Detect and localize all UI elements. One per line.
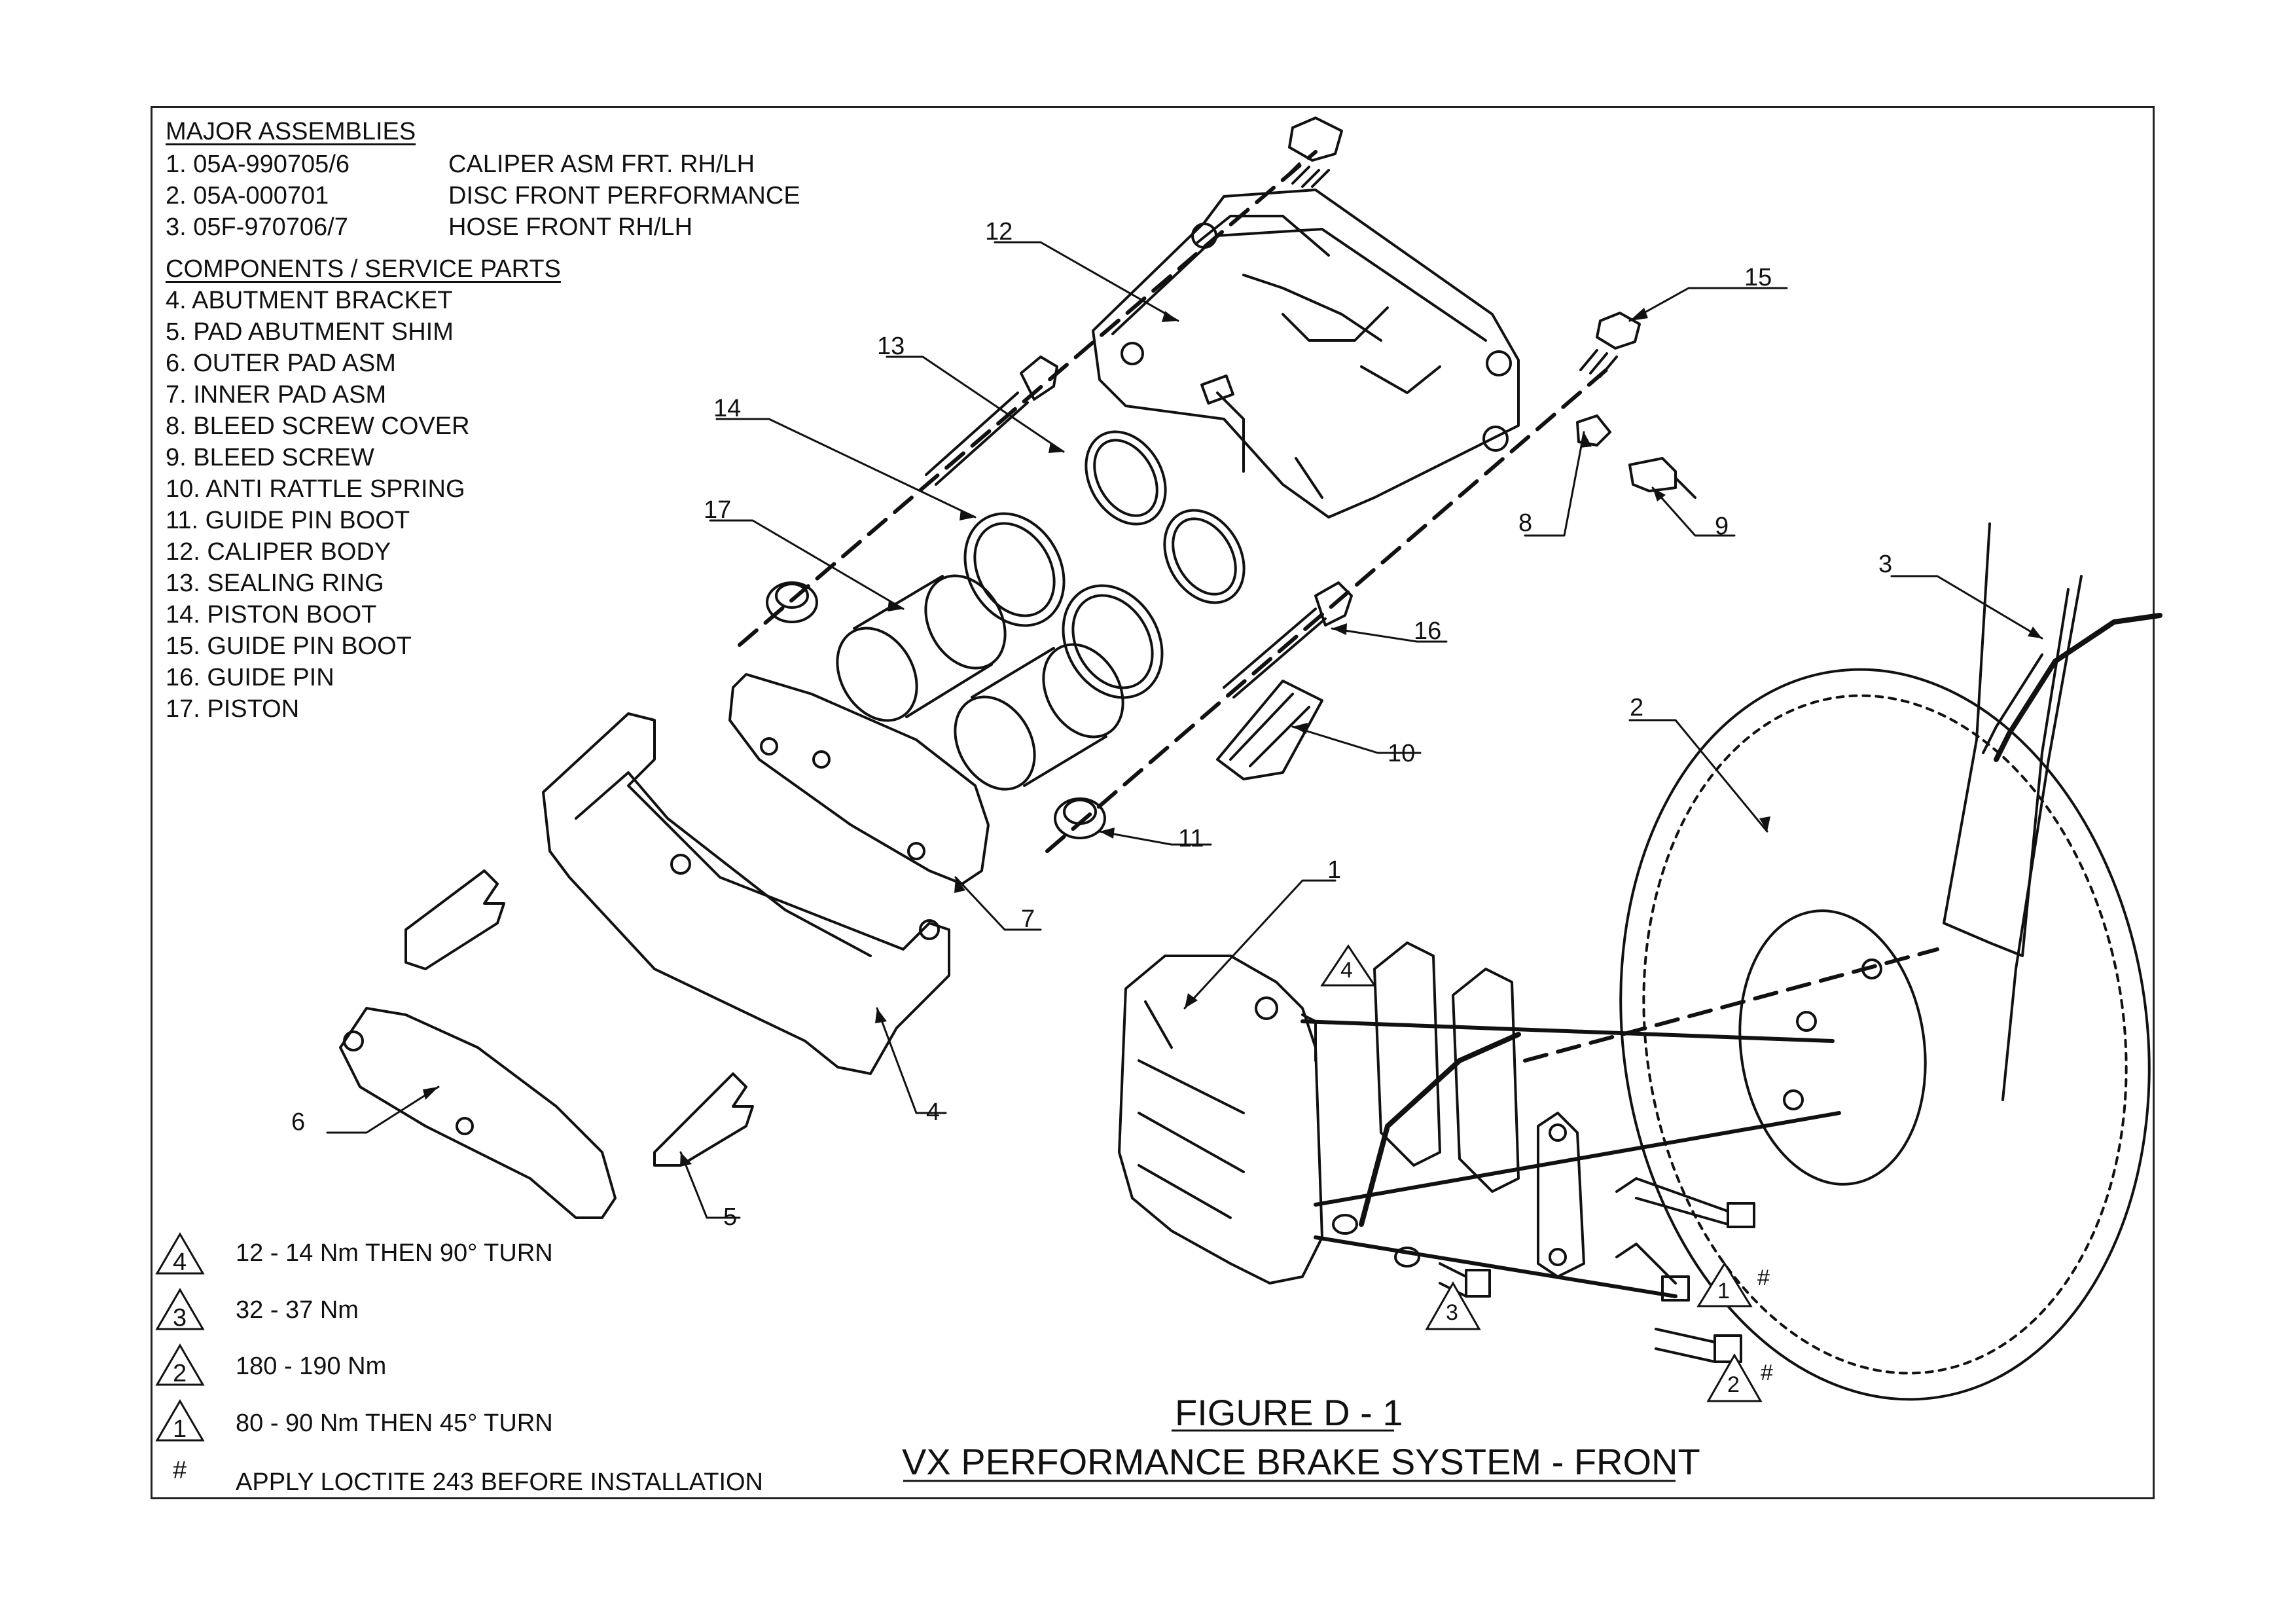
pad-abutment-shims xyxy=(404,869,754,1167)
torque-mark-1: 1 xyxy=(1717,1279,1730,1304)
component-item: 14. PISTON BOOT xyxy=(166,601,377,629)
leader-arrowheads xyxy=(423,308,2042,1167)
torque-triangles xyxy=(155,944,1763,1442)
guide-pin-boot-upper xyxy=(1579,312,1641,378)
drawing-border xyxy=(151,106,2155,1499)
legend-text: 80 - 90 Nm THEN 45° TURN xyxy=(236,1410,553,1437)
callout-10: 10 xyxy=(1388,740,1416,767)
callout-5: 5 xyxy=(723,1203,738,1231)
callout-16: 16 xyxy=(1414,617,1442,645)
component-item: 13. SEALING RING xyxy=(166,570,384,597)
torque-mark-4: 4 xyxy=(1340,958,1353,983)
loctite-mark: # xyxy=(1757,1266,1770,1290)
component-item: 8. BLEED SCREW COVER xyxy=(166,412,470,440)
leader-lines xyxy=(326,241,2043,1219)
component-item: 6. OUTER PAD ASM xyxy=(166,350,396,377)
callout-15: 15 xyxy=(1744,264,1772,291)
figure-title: VX PERFORMANCE BRAKE SYSTEM - FRONT xyxy=(902,1441,1700,1482)
component-item: 5. PAD ABUTMENT SHIM xyxy=(166,318,454,346)
callout-1: 1 xyxy=(1327,856,1342,884)
assembled-caliper xyxy=(1118,955,1323,1285)
callout-13: 13 xyxy=(877,333,905,360)
loctite-mark: # xyxy=(1761,1360,1773,1385)
callout-3: 3 xyxy=(1878,551,1893,578)
callout-12: 12 xyxy=(985,218,1013,246)
abutment-bracket xyxy=(542,712,950,1075)
sealing-rings xyxy=(963,430,1246,699)
component-item: 4. ABUTMENT BRACKET xyxy=(166,287,453,314)
figure-number: FIGURE D - 1 xyxy=(1175,1392,1403,1433)
legend-symbol: 4 xyxy=(173,1249,187,1276)
guide-pin-boots xyxy=(766,581,1106,839)
brake-disc xyxy=(1619,668,2151,1401)
guide-pin-lower xyxy=(1223,581,1353,699)
callout-8: 8 xyxy=(1518,509,1533,537)
callout-7: 7 xyxy=(1021,905,1035,933)
inner-pad xyxy=(728,673,990,885)
major-assemblies-heading: MAJOR ASSEMBLIES xyxy=(166,118,416,145)
caliper-body xyxy=(1092,189,1520,519)
legend-symbol: 3 xyxy=(173,1304,187,1332)
pistons xyxy=(836,574,1124,791)
assembled-pads xyxy=(1373,941,1520,1193)
callout-6: 6 xyxy=(291,1108,306,1136)
callout-14: 14 xyxy=(713,395,742,422)
component-item: 16. GUIDE PIN xyxy=(166,664,334,691)
mounting-hardware xyxy=(1332,1112,1755,1363)
callout-9: 9 xyxy=(1715,513,1729,540)
outer-pad xyxy=(339,1007,617,1219)
component-item: 11. GUIDE PIN BOOT xyxy=(166,507,410,534)
legend-text: 12 - 14 Nm THEN 90° TURN xyxy=(236,1239,553,1267)
legend-text: 180 - 190 Nm xyxy=(236,1353,387,1380)
legend-symbol: 1 xyxy=(173,1415,187,1443)
guide-pin-upper xyxy=(1282,117,1343,188)
callout-2: 2 xyxy=(1630,694,1644,721)
anti-rattle-spring xyxy=(1216,680,1323,780)
callout-4: 4 xyxy=(926,1099,941,1126)
component-item: 12. CALIPER BODY xyxy=(166,538,391,566)
title-underlines xyxy=(903,1429,1676,1482)
component-item: 17. PISTON xyxy=(166,695,300,723)
legend-symbol: # xyxy=(173,1457,187,1484)
component-item: 10. ANTI RATTLE SPRING xyxy=(166,475,465,503)
legend-symbol: 2 xyxy=(173,1360,187,1387)
component-item: 9. BLEED SCREW xyxy=(166,444,374,471)
strut-upright xyxy=(1943,522,2083,1101)
legend-text: 32 - 37 Nm xyxy=(236,1296,359,1324)
torque-mark-2: 2 xyxy=(1727,1372,1740,1397)
assembly-axis-lines xyxy=(738,150,1939,1063)
torque-mark-3: 3 xyxy=(1446,1300,1458,1325)
legend-text: APPLY LOCTITE 243 BEFORE INSTALLATION xyxy=(236,1468,763,1496)
component-item: 7. INNER PAD ASM xyxy=(166,381,387,409)
components-heading: COMPONENTS / SERVICE PARTS xyxy=(166,255,561,283)
bleed-screw xyxy=(1576,414,1696,499)
callout-17: 17 xyxy=(704,496,732,524)
brake-hose xyxy=(1359,613,2162,1227)
guide-pin-threaded xyxy=(925,356,1058,486)
component-item: 15. GUIDE PIN BOOT xyxy=(166,632,412,660)
callout-11: 11 xyxy=(1178,825,1204,852)
assembly-guide-lines xyxy=(1300,1019,1841,1298)
